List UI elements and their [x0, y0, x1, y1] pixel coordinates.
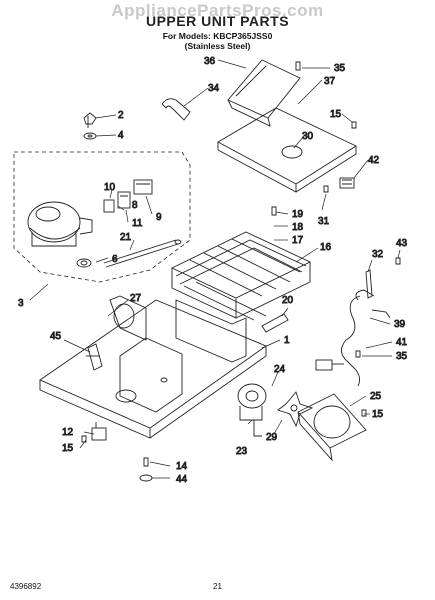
fan-motor-part: [237, 383, 267, 437]
callout-9: 9: [156, 212, 162, 223]
callout-35: 35: [396, 351, 408, 362]
callout-20: 20: [282, 295, 294, 306]
callout-44: 44: [176, 474, 188, 485]
compressor-group-boundary: [13, 151, 191, 283]
air-duct-part: [227, 59, 301, 127]
callout-14: 14: [176, 461, 188, 472]
top-panel-part: [217, 107, 357, 193]
callout-32: 32: [372, 249, 384, 260]
callout-27: 27: [130, 293, 142, 304]
callout-25: 25: [370, 391, 382, 402]
callout-15: 15: [62, 443, 74, 454]
callout-35: 35: [334, 63, 346, 74]
condenser-coil-part: [170, 231, 312, 321]
callout-6: 6: [112, 254, 118, 265]
leader-lines: [29, 59, 401, 479]
callout-23: 23: [236, 446, 248, 457]
callout-45: 45: [50, 331, 62, 342]
toggle-switch-part: [91, 422, 107, 441]
callout-30: 30: [302, 131, 314, 142]
power-cord-part: [341, 289, 391, 387]
callout-labels: 36 35 37 34 2 4 15 30 42 10 8 11 9 31 19…: [18, 56, 408, 486]
switch-part: [339, 177, 355, 189]
screw-parts: [81, 61, 401, 467]
callout-34: 34: [208, 83, 220, 94]
capacitor-part: [103, 239, 182, 268]
callout-2: 2: [118, 110, 124, 121]
callout-24: 24: [274, 364, 286, 375]
callout-15: 15: [372, 409, 384, 420]
callout-4: 4: [118, 130, 124, 141]
callout-37: 37: [324, 76, 336, 87]
clip-part: [83, 112, 97, 128]
callout-39: 39: [394, 319, 406, 330]
callout-17: 17: [292, 235, 304, 246]
document-number: 4396892: [10, 582, 42, 591]
models-line: For Models: KBCP365JSS0: [162, 31, 273, 41]
callout-36: 36: [204, 56, 216, 67]
fan-blade-part: [277, 391, 314, 428]
callout-15: 15: [330, 109, 342, 120]
callout-12: 12: [62, 427, 74, 438]
fan-shroud-part: [297, 393, 367, 462]
callout-42: 42: [368, 155, 380, 166]
callout-3: 3: [18, 298, 24, 309]
callout-18: 18: [292, 222, 304, 233]
drain-tube-part: [161, 98, 191, 121]
model-info: For Models: KBCP365JSS0 (Stainless Steel…: [0, 31, 435, 51]
models-finish: (Stainless Steel): [184, 41, 251, 51]
page-number: 21: [213, 582, 222, 591]
callout-41: 41: [396, 337, 408, 348]
callout-11: 11: [132, 218, 143, 229]
callout-19: 19: [292, 209, 304, 220]
callout-10: 10: [104, 182, 116, 193]
callout-21: 21: [120, 232, 132, 243]
base-pan-part: [39, 295, 267, 439]
watermark: AppliancePartsPros.com: [111, 1, 324, 20]
callout-1: 1: [284, 335, 290, 346]
bracket-part: [86, 343, 103, 371]
callout-29: 29: [266, 432, 278, 443]
relay-parts: [103, 179, 153, 213]
compressor-part: [27, 201, 93, 247]
callout-16: 16: [320, 242, 332, 253]
wire-harness-part: [261, 313, 289, 333]
callout-43: 43: [396, 238, 408, 249]
screw-washer-parts: [139, 474, 153, 482]
terminal-part: [315, 359, 344, 371]
callout-31: 31: [318, 216, 330, 227]
grommet-part: [76, 258, 92, 268]
callout-8: 8: [132, 200, 138, 211]
page-title: UPPER UNIT PARTS: [145, 13, 290, 29]
nut-part: [83, 132, 97, 140]
